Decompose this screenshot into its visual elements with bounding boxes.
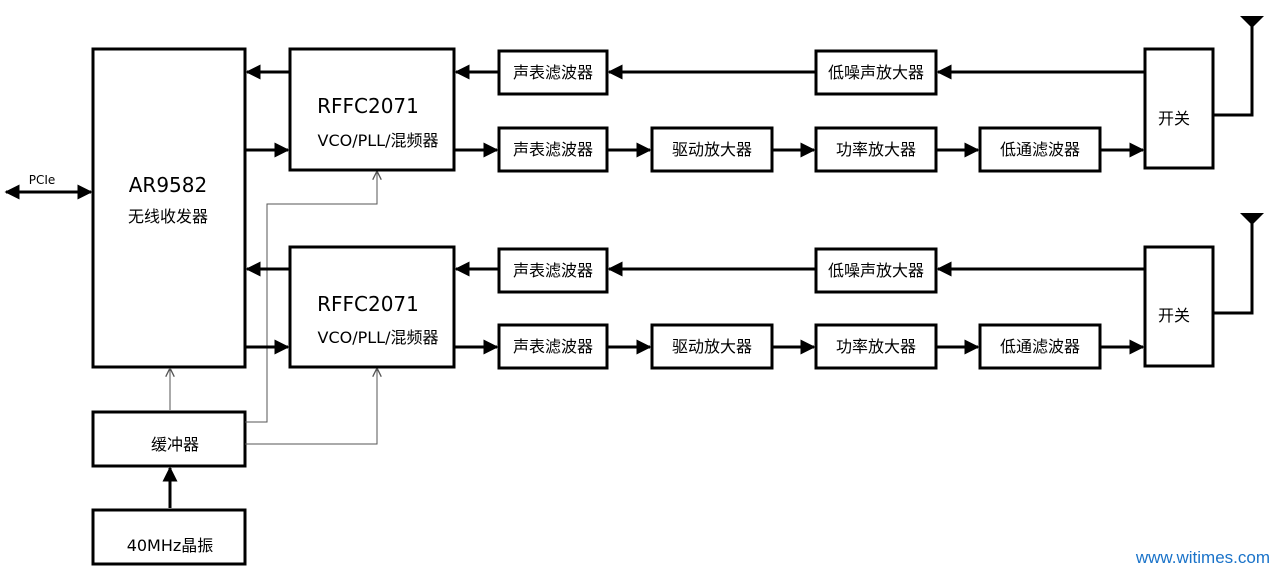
rx-saw-filter-label-1: 声表滤波器 (513, 63, 593, 82)
buffer-block (91, 410, 247, 468)
switch-block-2 (1143, 245, 1215, 368)
rx-saw-filter-2 (497, 247, 609, 294)
lowpass-filter-block-2 (978, 323, 1102, 370)
driver-amp-block-2 (650, 323, 774, 370)
tx-saw-filter-2 (497, 323, 609, 370)
rx-saw-filter-label-2: 声表滤波器 (513, 261, 593, 280)
switch-label-1: 开关 (1158, 109, 1190, 128)
mixer-block-1 (288, 47, 456, 172)
antenna-icon-2 (1240, 213, 1264, 225)
power-amp-block-2 (814, 323, 938, 370)
lowpass-filter-block-1 (978, 126, 1102, 173)
switch-block-1 (1143, 47, 1215, 170)
buffer-to-mixer2-clock (245, 369, 377, 445)
tx-saw-filter-label-1: 声表滤波器 (513, 140, 593, 159)
transceiver-subtitle: 无线收发器 (128, 207, 208, 226)
power-amp-label-2: 功率放大器 (836, 337, 916, 356)
transceiver-title: AR9582 (129, 173, 207, 197)
crystal-label: 40MHz晶振 (127, 536, 214, 555)
buffer-to-mixer1-clock (245, 172, 377, 423)
lowpass-filter-label-2: 低通滤波器 (1000, 337, 1080, 356)
buffer-label: 缓冲器 (151, 435, 199, 454)
crystal-block (91, 508, 247, 566)
lna-block-2 (814, 247, 938, 294)
mixer-subtitle-1: VCO/PLL/混频器 (318, 131, 439, 150)
lna-label-2: 低噪声放大器 (828, 261, 924, 280)
website-link[interactable]: www.witimes.com (1135, 548, 1270, 567)
mixer-block-2 (288, 245, 456, 369)
driver-amp-label-1: 驱动放大器 (672, 140, 752, 159)
driver-amp-label-2: 驱动放大器 (672, 337, 752, 356)
switch-label-2: 开关 (1158, 306, 1190, 325)
antenna-feed-2 (1213, 215, 1254, 315)
lowpass-filter-label-1: 低通滤波器 (1000, 140, 1080, 159)
antenna-feed-1 (1213, 18, 1254, 117)
mixer-subtitle-2: VCO/PLL/混频器 (318, 328, 439, 347)
mixer-title-2: RFFC2071 (317, 292, 419, 316)
pcie-label: PCIe (29, 173, 56, 187)
lna-label-1: 低噪声放大器 (828, 63, 924, 82)
mixer-title-1: RFFC2071 (317, 94, 419, 118)
chain-1: RFFC2071 VCO/PLL/混频器 声表滤波器 低噪声放大器 声表滤波器 … (245, 16, 1264, 173)
tx-saw-filter-label-2: 声表滤波器 (513, 337, 593, 356)
transceiver-block (91, 47, 247, 369)
power-amp-label-1: 功率放大器 (836, 140, 916, 159)
chain-2: RFFC2071 VCO/PLL/混频器 声表滤波器 低噪声放大器 声表滤波器 … (245, 213, 1264, 370)
antenna-icon-1 (1240, 16, 1264, 28)
